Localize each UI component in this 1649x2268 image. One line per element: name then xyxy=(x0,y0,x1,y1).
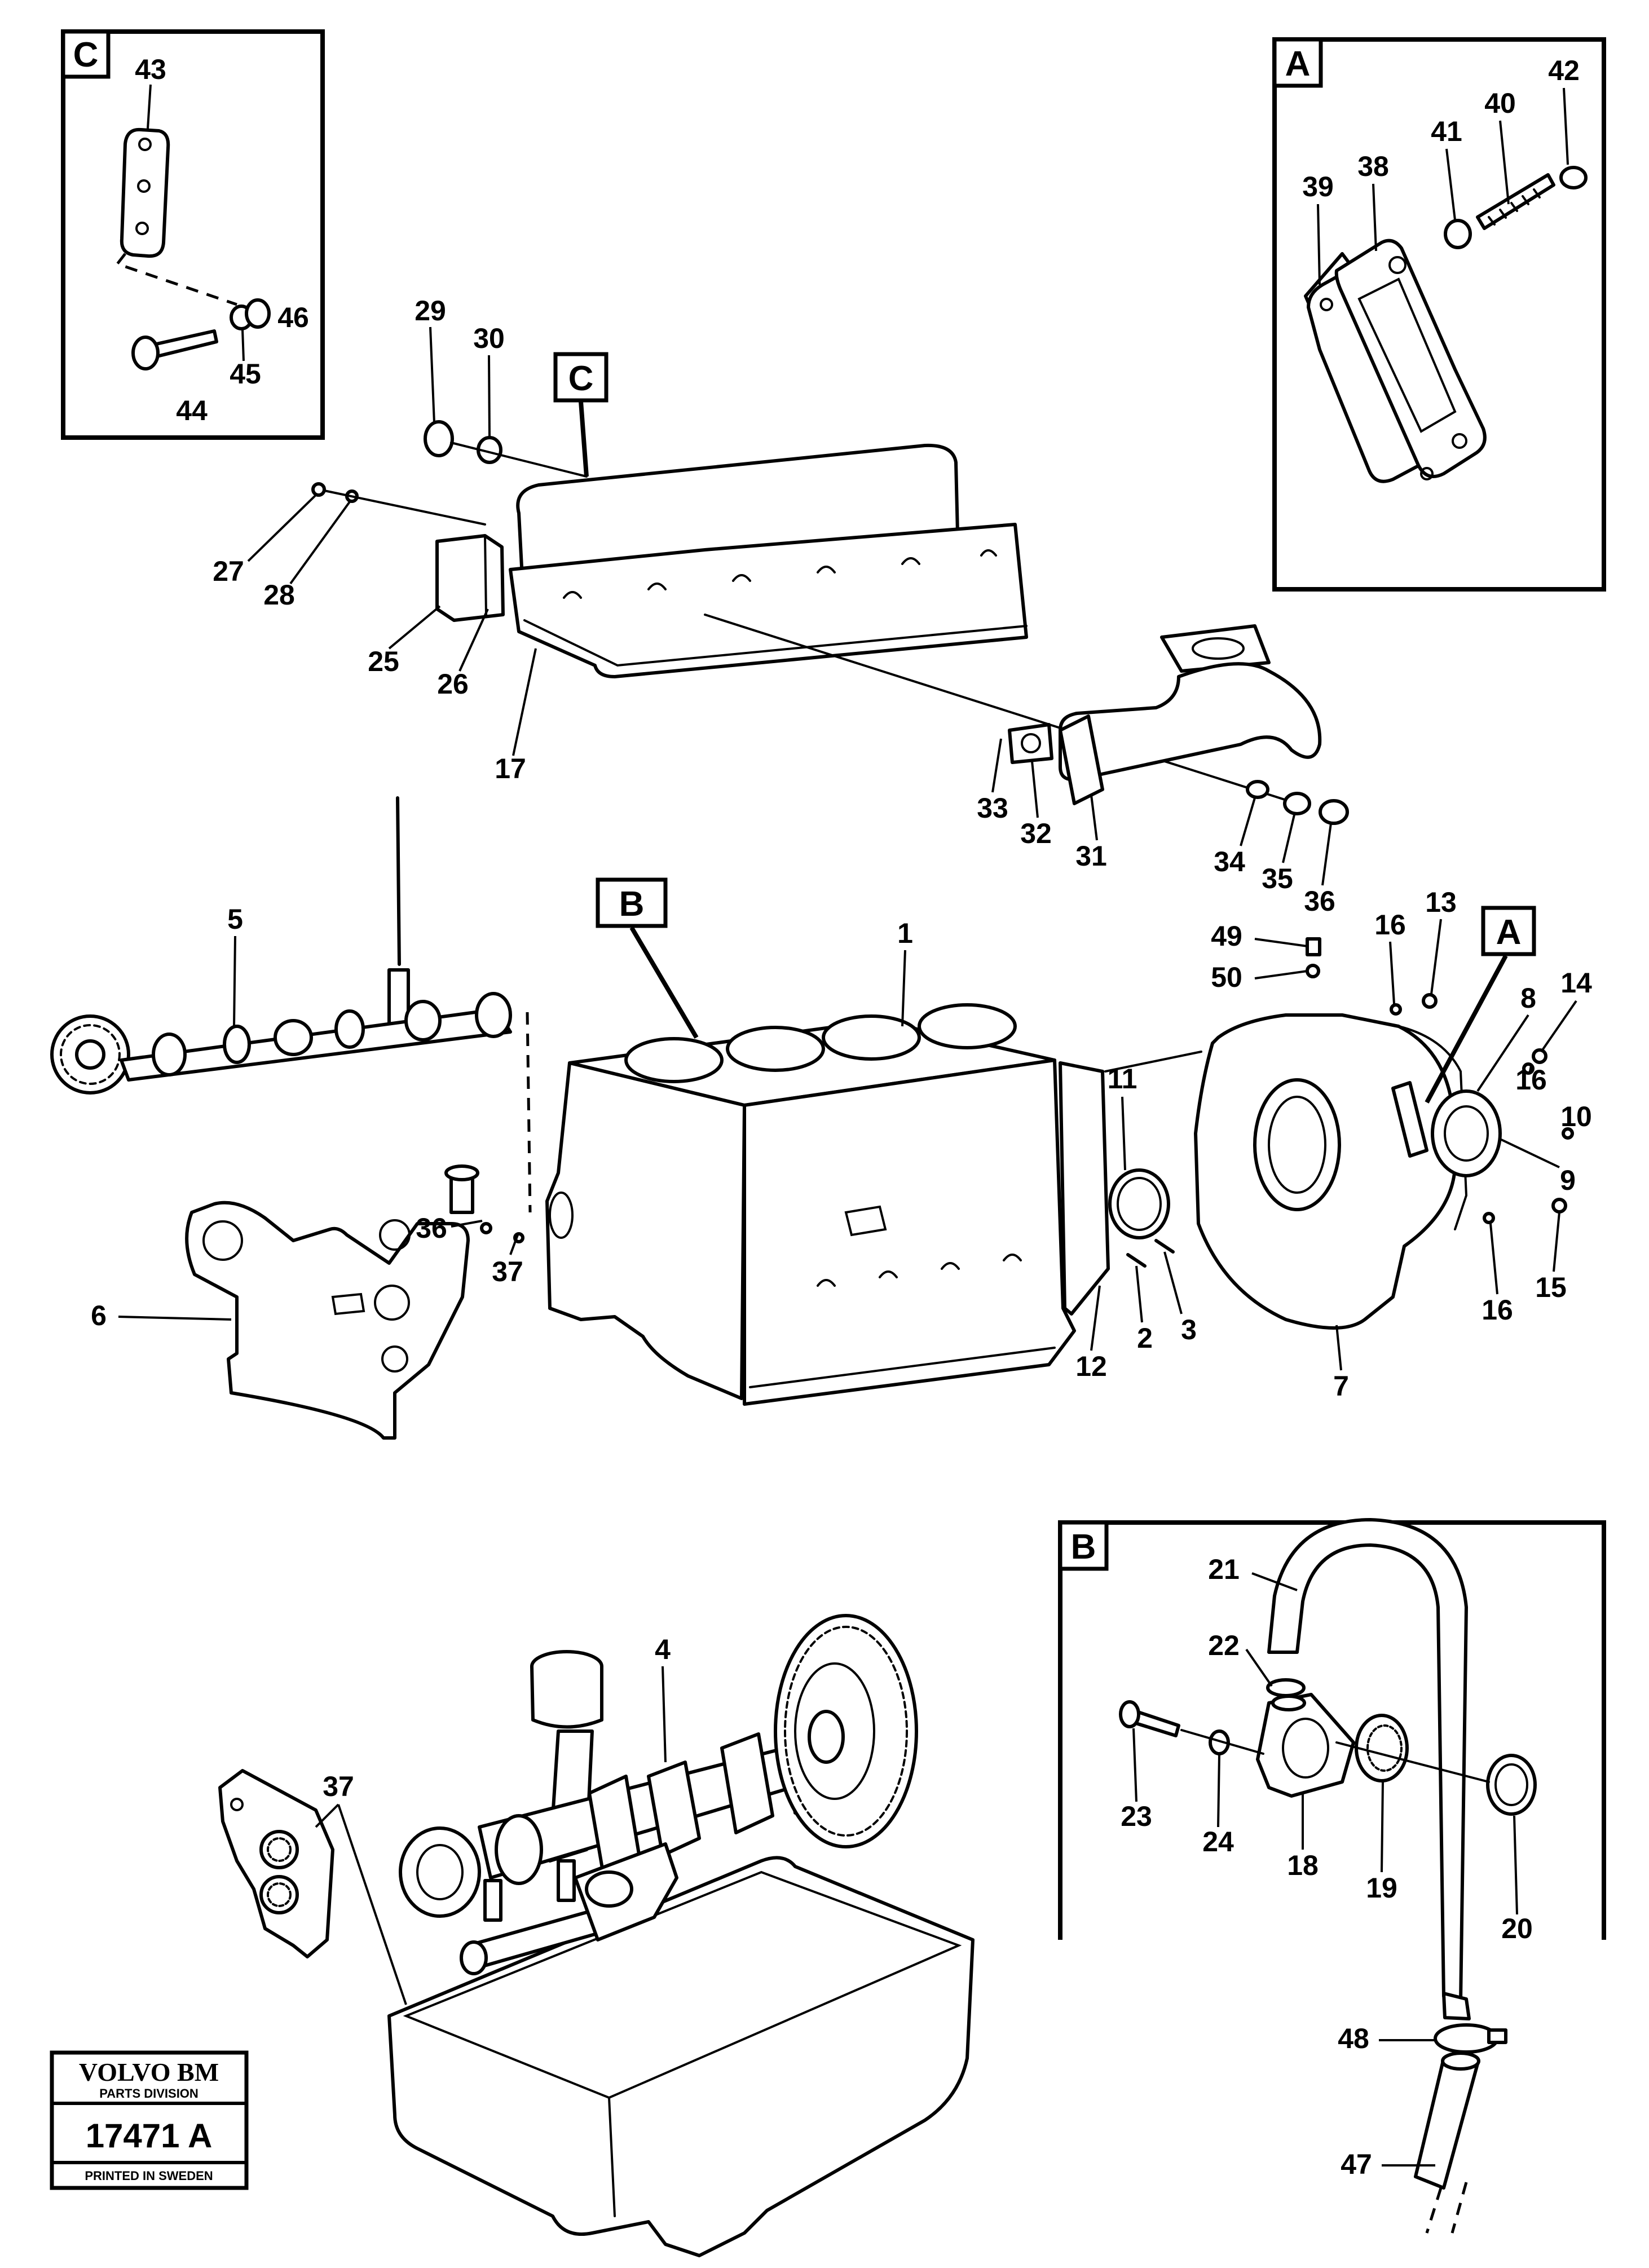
detail-box-a: A 42 40 41 38 39 xyxy=(1272,37,1606,592)
callout-38: 38 xyxy=(1357,151,1389,182)
callout-28: 28 xyxy=(263,579,295,611)
callout-45: 45 xyxy=(230,358,261,390)
callout-40: 40 xyxy=(1484,87,1516,119)
timing-cover: 6 36 37 xyxy=(91,1164,524,1440)
callout-26: 26 xyxy=(437,668,469,700)
callout-8: 8 xyxy=(1520,982,1536,1014)
callout-13: 13 xyxy=(1425,886,1457,918)
callout-10: 10 xyxy=(1560,1101,1592,1132)
callout-37b: 37 xyxy=(323,1771,354,1802)
callout-9: 9 xyxy=(1560,1164,1576,1196)
detail-box-c: C 43 46 45 44 xyxy=(61,29,325,440)
callout-43: 43 xyxy=(135,54,166,85)
stud-icon xyxy=(1476,173,1555,230)
exhaust-manifold: 33 32 31 34 35 36 xyxy=(977,624,1349,917)
callout-14: 14 xyxy=(1560,967,1592,999)
callout-1: 1 xyxy=(897,917,913,949)
callout-22: 22 xyxy=(1208,1630,1240,1661)
oil-pan: 37 xyxy=(218,1769,975,2257)
callout-48: 48 xyxy=(1338,2023,1369,2054)
callout-33: 33 xyxy=(977,792,1008,824)
callout-19: 19 xyxy=(1366,1872,1397,1904)
detail-c-letter: C xyxy=(73,36,99,74)
detail-b-letter: B xyxy=(1071,1528,1096,1567)
detail-a-letter: A xyxy=(1285,45,1311,83)
callout-25: 25 xyxy=(368,646,399,677)
engine-block: B 1 12 2 3 xyxy=(545,877,1197,1406)
callout-12: 12 xyxy=(1075,1351,1107,1382)
callout-31: 31 xyxy=(1075,840,1107,872)
callout-24: 24 xyxy=(1202,1826,1234,1857)
bolt-icon xyxy=(131,329,218,370)
callout-46: 46 xyxy=(277,302,309,333)
callout-18: 18 xyxy=(1287,1850,1319,1881)
callout-5: 5 xyxy=(227,903,243,935)
callout-32: 32 xyxy=(1020,818,1052,849)
washer-icon xyxy=(1444,219,1472,249)
callout-36b: 36 xyxy=(416,1212,447,1244)
callout-23: 23 xyxy=(1121,1801,1152,1832)
callout-21: 21 xyxy=(1208,1554,1240,1585)
callout-16a: 16 xyxy=(1374,909,1406,941)
callout-47: 47 xyxy=(1341,2148,1372,2180)
volvo-bm-logo-block: VOLVO BM PARTS DIVISION 17471 A PRINTED … xyxy=(50,2050,249,2190)
callout-4: 4 xyxy=(655,1634,671,1665)
callout-36: 36 xyxy=(1304,885,1335,917)
logo-division: PARTS DIVISION xyxy=(99,2086,199,2101)
plug-icon xyxy=(424,420,454,457)
callout-20: 20 xyxy=(1501,1913,1533,1944)
nut-icon xyxy=(1559,166,1588,189)
callout-35: 35 xyxy=(1262,863,1293,894)
callout-6: 6 xyxy=(91,1300,107,1331)
crankshaft: 4 xyxy=(399,1614,918,1918)
callout-3: 3 xyxy=(1181,1314,1197,1345)
callout-50: 50 xyxy=(1211,961,1242,993)
callout-15: 15 xyxy=(1535,1272,1567,1303)
callout-44: 44 xyxy=(176,395,208,426)
detail-box-b: B 21 22 23 24 18 19 20 48 xyxy=(1058,1518,1606,2234)
block-tag-b: B xyxy=(619,885,645,924)
logo-printed: PRINTED IN SWEDEN xyxy=(85,2169,213,2183)
callout-42: 42 xyxy=(1548,55,1580,86)
callout-2: 2 xyxy=(1137,1322,1153,1354)
cover-plate-icon xyxy=(1304,239,1487,483)
callout-27: 27 xyxy=(213,555,244,587)
nut-icon xyxy=(245,298,271,329)
callout-41: 41 xyxy=(1431,116,1462,147)
callout-39: 39 xyxy=(1302,171,1334,202)
callout-29: 29 xyxy=(415,295,446,326)
bracket-plate-icon xyxy=(120,127,170,258)
flywheel-housing: A 7 11 49 50 16 13 8 14 16 10 9 16 15 xyxy=(1104,886,1592,1402)
housing-tag-a: A xyxy=(1496,913,1522,952)
callout-16c: 16 xyxy=(1482,1294,1513,1326)
callout-37: 37 xyxy=(492,1256,523,1287)
callout-34: 34 xyxy=(1214,846,1245,877)
logo-number: 17471 A xyxy=(86,2117,213,2155)
head-tag-c: C xyxy=(568,359,594,398)
camshaft: 5 xyxy=(50,796,532,1213)
callout-7: 7 xyxy=(1333,1370,1349,1402)
callout-49: 49 xyxy=(1211,920,1242,952)
callout-30: 30 xyxy=(473,323,505,354)
cylinder-head-assembly: C 29 30 27 28 25 26 17 xyxy=(213,295,1298,805)
callout-17: 17 xyxy=(495,753,526,784)
logo-brand: VOLVO BM xyxy=(79,2058,219,2086)
